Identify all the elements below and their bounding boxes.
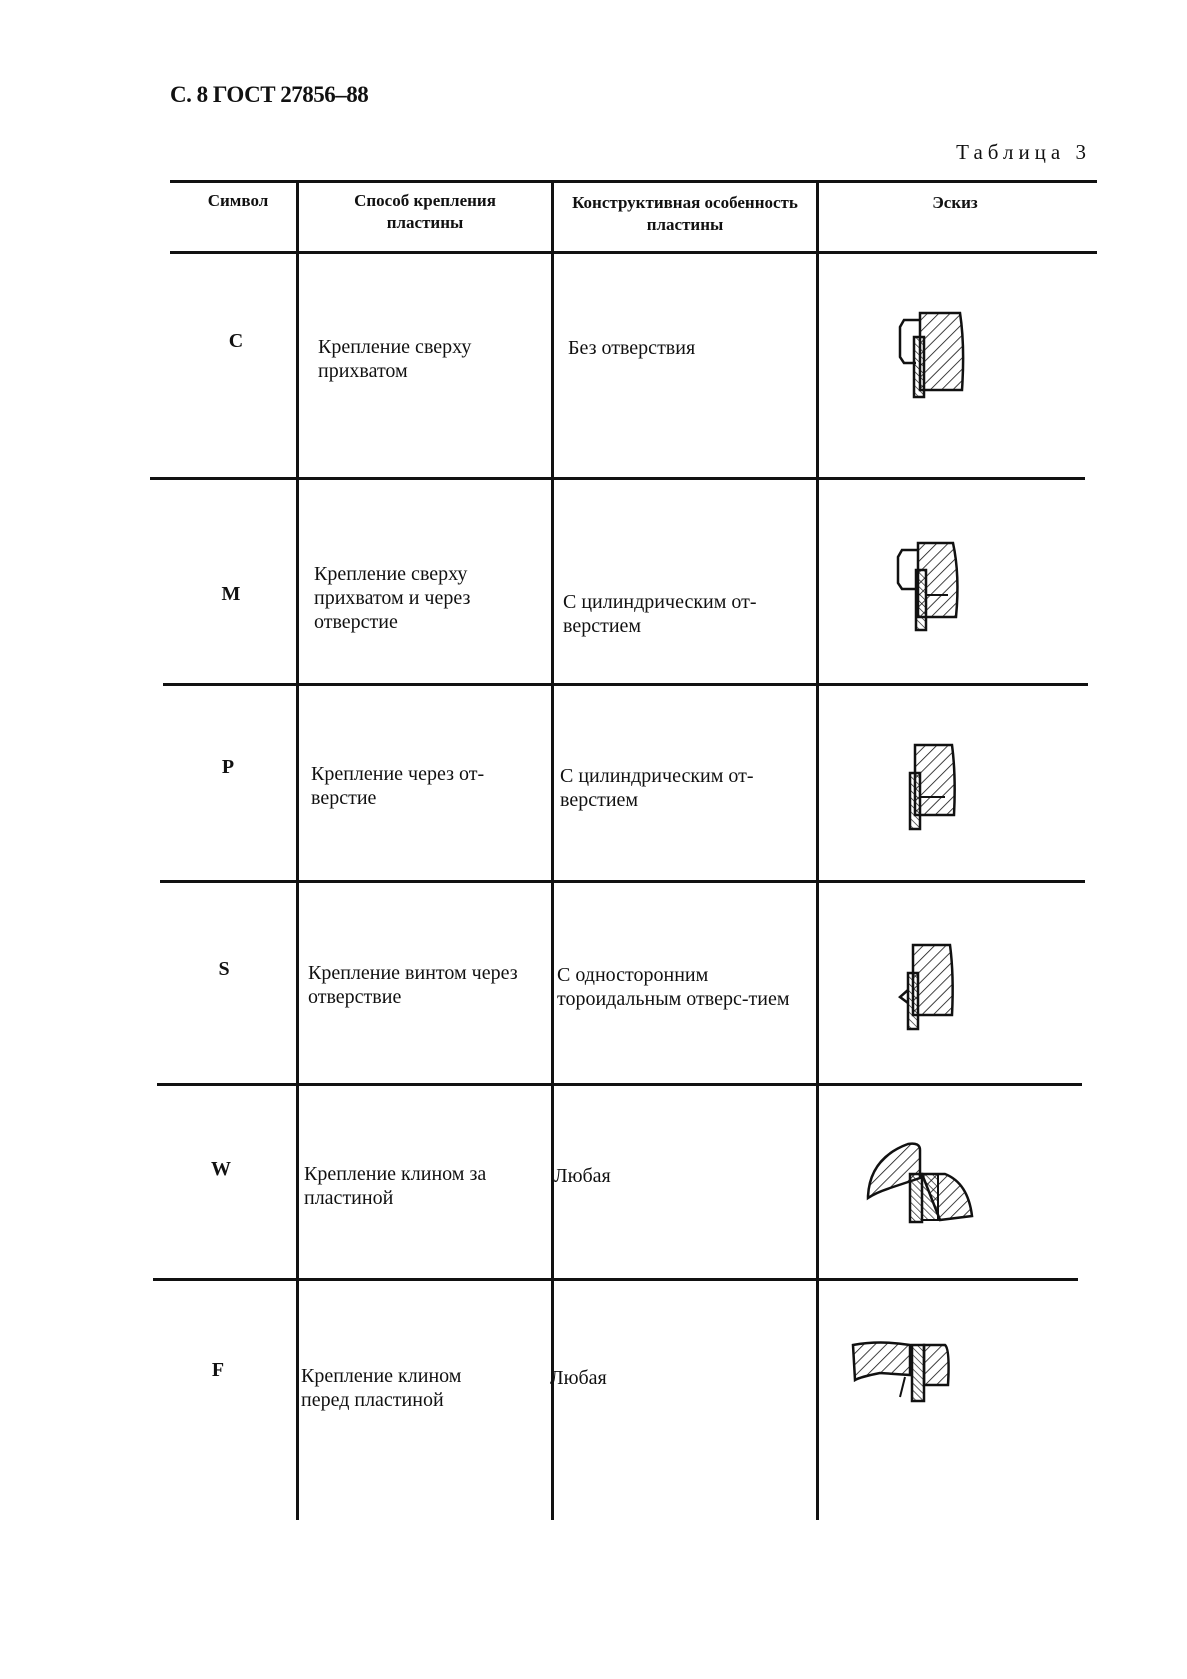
col-header-method: Способ крепления пластины xyxy=(354,191,496,232)
row-symbol: M xyxy=(221,583,241,605)
screw-sketch xyxy=(898,943,954,1031)
row-symbol: F xyxy=(211,1359,225,1381)
row-feature: Без отверствия xyxy=(568,337,696,359)
rule xyxy=(170,251,1097,254)
rule xyxy=(816,180,819,1520)
rule xyxy=(170,180,1097,183)
row-feature: С цилиндрическим от-верстием xyxy=(560,765,754,811)
row-feature: Любая xyxy=(550,1367,607,1389)
row-method: Крепление клином за пластиной xyxy=(304,1163,487,1209)
row-feature: С односторонним тороидальным отверс-тием xyxy=(557,964,790,1010)
hole-sketch xyxy=(908,743,956,831)
clamp-top-sketch xyxy=(898,311,965,399)
row-symbol: W xyxy=(211,1158,231,1180)
rule xyxy=(163,683,1088,686)
row-feature: Любая xyxy=(554,1165,611,1187)
col-header-feature: Конструктивная особенность пластины xyxy=(572,193,798,234)
row-feature: С цилиндрическим от-верстием xyxy=(563,591,757,637)
clamp-top-and-hole-sketch xyxy=(896,541,959,632)
rule xyxy=(551,180,554,1520)
rule xyxy=(296,180,299,1520)
row-method: Крепление винтом через отверствие xyxy=(308,962,518,1008)
wedge-behind-sketch xyxy=(866,1142,974,1224)
row-symbol: P xyxy=(221,756,235,778)
row-method: Крепление сверху прихватом xyxy=(318,336,472,382)
col-header-sketch: Эскиз xyxy=(932,193,978,212)
row-symbol: C xyxy=(228,330,244,352)
page-reference: С. 8 ГОСТ 27856–88 xyxy=(170,82,369,107)
rule xyxy=(160,880,1085,883)
row-method: Крепление клином перед пластиной xyxy=(301,1365,462,1411)
row-symbol: S xyxy=(218,958,230,980)
rule xyxy=(157,1083,1082,1086)
row-method: Крепление через от-верстие xyxy=(311,763,485,809)
rule xyxy=(153,1278,1078,1281)
col-header-symbol: Символ xyxy=(207,191,269,210)
wedge-front-sketch xyxy=(851,1341,950,1403)
table-label: Таблица 3 xyxy=(956,140,1091,164)
row-method: Крепление сверху прихватом и через отвер… xyxy=(314,563,471,633)
rule xyxy=(150,477,1085,480)
